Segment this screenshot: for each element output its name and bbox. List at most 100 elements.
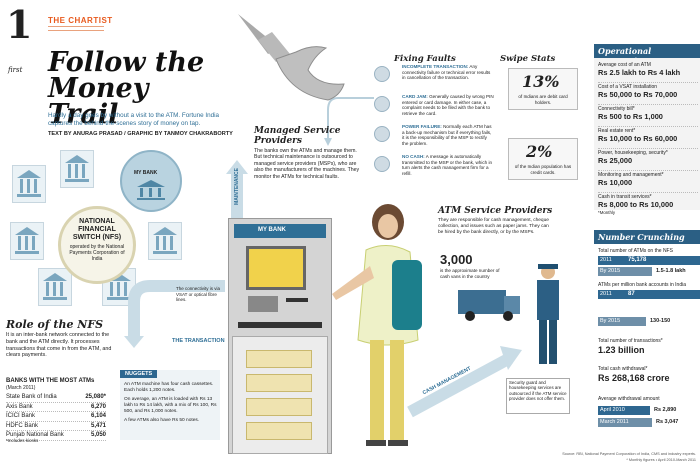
table-row: Axis Bank 6,270 <box>6 403 106 412</box>
crunch-row <box>598 267 652 276</box>
fault-text: Any connectivity failure or technical er… <box>402 64 491 81</box>
card-slot <box>286 298 308 302</box>
crunch-period: By 2015 <box>600 318 621 324</box>
security-guard-icon <box>537 264 559 364</box>
swipe-stat2: 2% <box>526 142 553 161</box>
ops-value: Rs 50,000 to Rs 70,000 <box>598 90 678 99</box>
ops-item: Monitoring and management*Rs 10,000 <box>598 172 698 193</box>
fault-label: NO CASH: <box>402 154 425 159</box>
table-row: ICICI Bank 6,104 <box>6 412 106 422</box>
fault-item: POWER FAILURE: Normally each ATM has a b… <box>402 124 494 154</box>
crunch-row <box>598 290 700 299</box>
crunch-title: Number Crunching <box>598 232 685 242</box>
nuggets-box <box>120 370 220 440</box>
crunch-value: Rs 3,047 <box>656 419 679 425</box>
banks-title: BANKS WITH THE MOST ATMs <box>6 378 95 384</box>
crunch-row <box>598 406 650 415</box>
ops-value: Rs 25,000 <box>598 156 633 165</box>
ops-value: Rs 10,000 <box>598 178 633 187</box>
broken-link-icon <box>374 66 390 82</box>
withdrawal-value: Rs 268,168 crore <box>598 373 670 383</box>
swipe-stat-card <box>508 138 578 180</box>
atm-keypad <box>248 296 278 312</box>
fault-text: Generally caused by wrong PIN entered or… <box>402 94 494 116</box>
ops-item: Connectivity bill*Rs 500 to Rs 1,000 <box>598 106 698 127</box>
managed-body: The banks own the ATMs and manage them. … <box>254 148 360 180</box>
csp-body: They are responsible for cash management… <box>438 218 549 235</box>
crunch-period: By 2015 <box>600 268 621 274</box>
bank-icon <box>38 268 72 306</box>
transaction-label: THE TRANSACTION <box>172 338 225 344</box>
swipe-title: Swipe Stats <box>500 54 556 64</box>
ops-value: Rs 500 to Rs 1,000 <box>598 112 663 121</box>
ops-note: *Monthly <box>598 210 616 215</box>
ops-item: Power, housekeeping, security*Rs 25,000 <box>598 150 698 171</box>
faults-list: INCOMPLETE TRANSACTION: Any connectivity… <box>402 64 494 176</box>
withdrawal-label: Total cash withdrawal* <box>598 366 648 372</box>
ops-panel <box>594 58 700 210</box>
maintenance-arrow <box>226 160 248 220</box>
crunch-period: March 2011 <box>600 419 629 425</box>
page-title: Follow the Money Trail <box>48 47 205 130</box>
my-bank-badge <box>120 150 182 212</box>
ops-label: Cost of a VSAT installation <box>598 84 658 90</box>
nuggets-title: NUGGETS <box>120 370 158 378</box>
bank-name: Axis Bank <box>6 403 33 410</box>
bank-name: Punjab National Bank <box>6 432 64 438</box>
footer-source: Source: RBI, National Payment Corporatio… <box>562 452 696 456</box>
managed-title: Managed Service Providers <box>254 126 341 146</box>
ops-value: Rs 2.5 lakh to Rs 4 lakh <box>598 68 681 77</box>
swipe-stat1: 13% <box>522 72 560 91</box>
bank-value: 6,104 <box>90 413 106 419</box>
connectivity-note: The connectivity is via VSAT or optical … <box>176 286 221 302</box>
atm-header <box>234 224 326 238</box>
brand-rule <box>48 26 104 27</box>
bank-icon <box>148 222 182 260</box>
crunch-value: 130-150 <box>650 318 671 324</box>
bank-name: ICICI Bank <box>6 413 36 419</box>
avg-withdrawal-label: Average withdrawal amount <box>598 396 660 402</box>
cash-cassette <box>246 374 312 392</box>
nugget-item: An ATM machine has four cash cassettes. … <box>124 382 214 393</box>
faults-title: Fixing Faults <box>394 54 456 64</box>
crunch-row <box>598 256 700 265</box>
ops-label: Monitoring and management* <box>598 172 664 178</box>
page-label: first <box>8 66 23 74</box>
nugget-item: On average, an ATM is loaded with Rs 13 … <box>124 397 217 414</box>
bank-value: 6,270 <box>90 403 106 410</box>
fault-item: CARD JAM: Generally caused by wrong PIN … <box>402 94 494 124</box>
crunch-period: April 2010 <box>600 407 625 413</box>
ops-value: Rs 10,000 to Rs 60,000 <box>598 134 678 143</box>
wrench-icon <box>238 14 345 101</box>
customer-illustration <box>332 204 422 446</box>
banks-subtitle: (March 2011) <box>6 385 36 391</box>
transactions-label: Total number of transactions* <box>598 338 663 344</box>
bank-value: 25,080* <box>85 394 106 400</box>
swipe-stat2-text: of the Indian population has credit card… <box>514 164 572 175</box>
cash-van-icon <box>458 290 520 321</box>
crunch-value: 75,178 <box>628 257 647 263</box>
van-number: 3,000 <box>440 252 473 267</box>
page-subtitle: Hardly a day goes by without a visit to … <box>48 112 220 127</box>
nfs-subtitle: operated by the National Payments Corpor… <box>69 244 125 262</box>
fault-text: A message is automatically transmitted t… <box>402 154 493 176</box>
ops-item: Real estate rent*Rs 10,000 to Rs 60,000 <box>598 128 698 149</box>
cash-arrow <box>407 346 522 418</box>
crunch-value: 87 <box>628 291 635 297</box>
bank-value: 5,050 <box>90 432 106 438</box>
fault-item: INCOMPLETE TRANSACTION: Any connectivity… <box>402 64 494 94</box>
crunch-value: 1.5-1.8 lakh <box>656 268 686 274</box>
fault-label: INCOMPLETE TRANSACTION: <box>402 64 469 69</box>
cash-cassette <box>246 422 312 440</box>
fault-text: Normally each ATM has a back-up mechanis… <box>402 124 492 146</box>
per-million-label: ATMs per million bank accounts in India <box>598 282 687 288</box>
crunch-value: Rs 2,890 <box>654 407 677 413</box>
brand-rule-2 <box>48 30 104 31</box>
nfs-count-label: Total number of ATMs on the NFS <box>598 248 673 254</box>
footer-note: * Monthly figures • April 2010-March 201… <box>626 458 696 462</box>
